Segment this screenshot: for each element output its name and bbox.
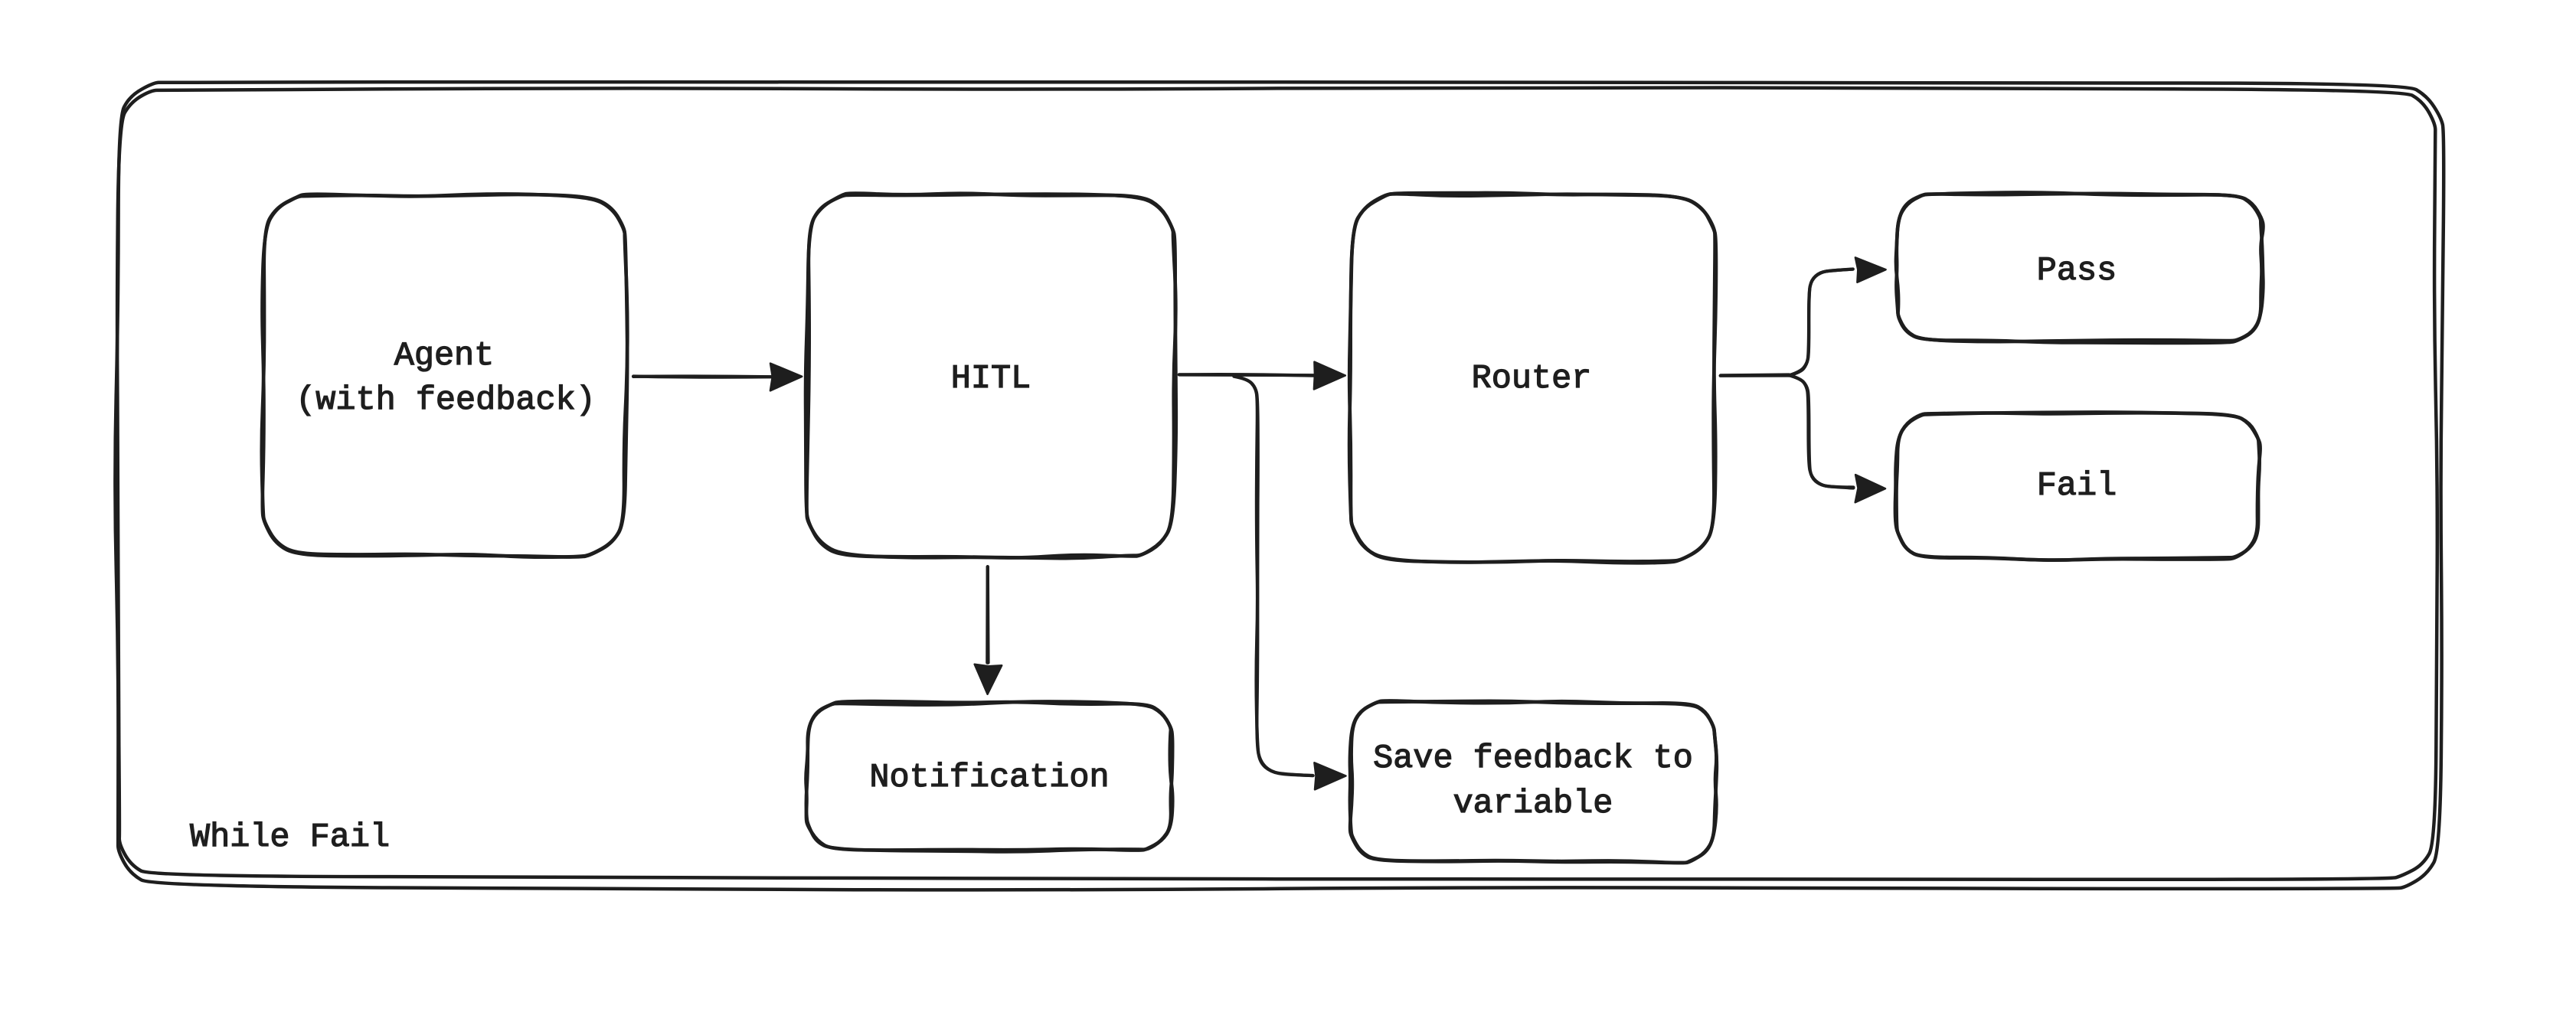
svg-text:HITL: HITL [951,361,1031,398]
svg-text:(with feedback): (with feedback) [296,382,596,420]
svg-text:Router: Router [1472,361,1592,398]
svg-text:Notification: Notification [869,759,1109,797]
svg-text:Fail: Fail [2037,468,2117,505]
svg-text:Save feedback to: Save feedback to [1373,740,1693,778]
svg-text:Pass: Pass [2037,253,2117,290]
svg-text:Agent: Agent [394,338,495,375]
svg-text:variable: variable [1453,785,1613,823]
svg-text:While Fail: While Fail [190,819,390,857]
